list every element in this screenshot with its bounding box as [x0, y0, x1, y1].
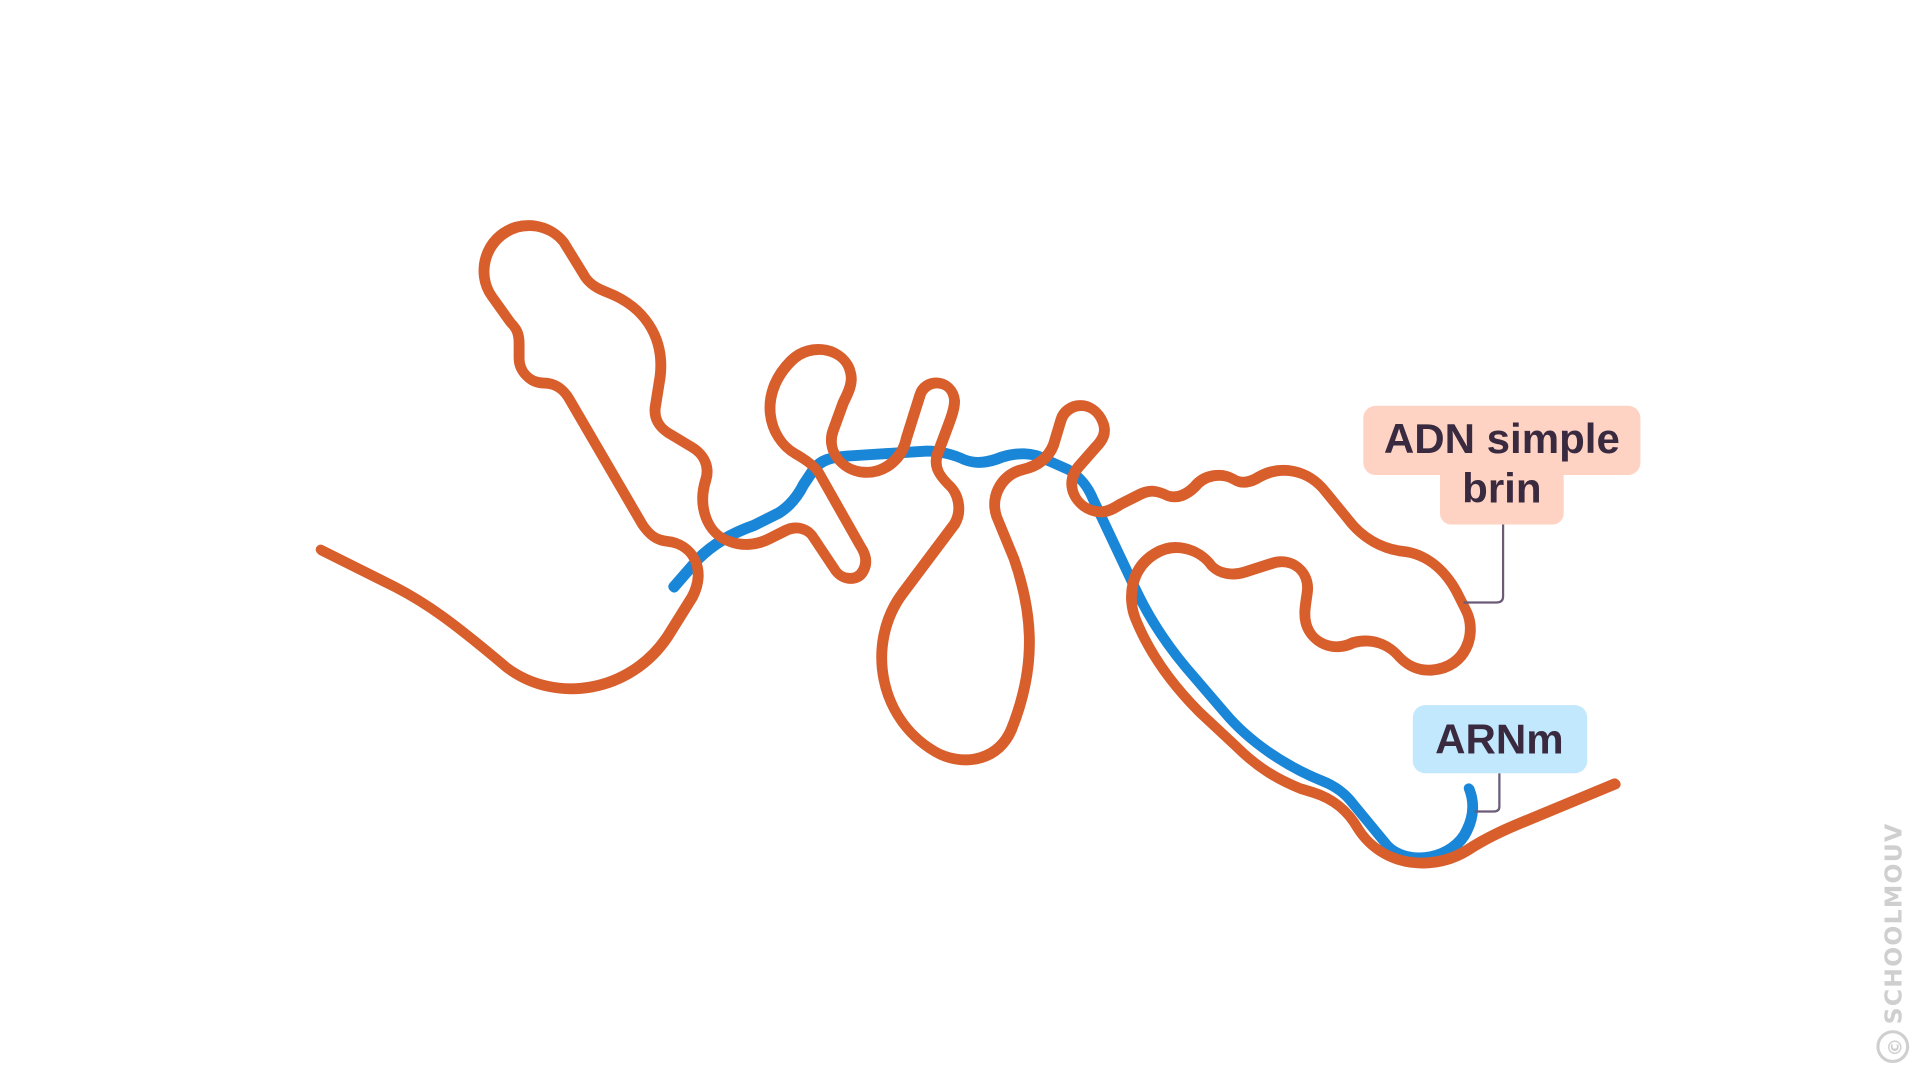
- copyright-symbol: ©: [1885, 1037, 1906, 1057]
- dna-label-line2: brin: [1462, 464, 1541, 511]
- dna-leader-line: [1463, 524, 1505, 604]
- mrna-label-text: ARNm: [1435, 715, 1563, 762]
- dna-label-box-top: [1363, 405, 1641, 476]
- dna-label-box-bottom: [1440, 465, 1564, 525]
- dna-label-line1: ADN simple: [1384, 415, 1620, 462]
- watermark-text: SCHOOLMOUV: [1879, 823, 1907, 1025]
- single-strand-dna: [321, 225, 1621, 869]
- mrna-label-box: [1412, 705, 1588, 774]
- copyright-icon: [1876, 1030, 1910, 1063]
- mrna-strand: [673, 451, 1479, 864]
- mrna-label: ARNm: [1412, 705, 1588, 813]
- dna-label: ADN simple brin: [1363, 405, 1641, 604]
- mrna-leader-line: [1474, 773, 1501, 813]
- watermark: © SCHOOLMOUV: [1876, 823, 1910, 1063]
